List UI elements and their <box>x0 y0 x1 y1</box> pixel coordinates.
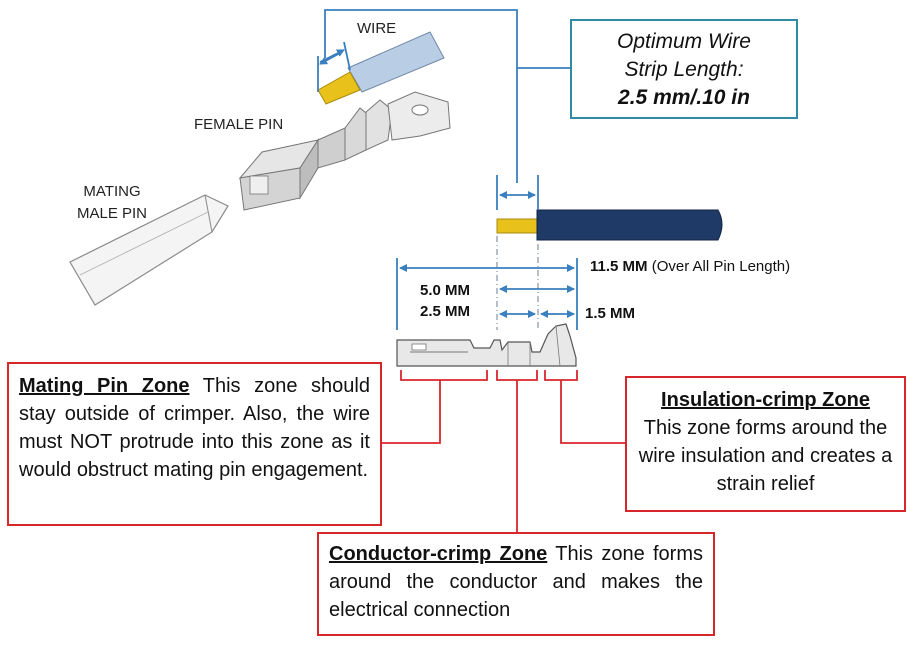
insulation-crimp-zone-text: This zone forms around the wire insulati… <box>638 417 893 495</box>
wire-label: WIRE <box>357 20 397 37</box>
mating-male-pin-label: MATING MALE PIN <box>72 181 152 225</box>
conductor-crimp-zone-text: This zone forms around the conductor and… <box>329 543 703 621</box>
overall-length-note: (Over All Pin Length) <box>651 258 791 275</box>
female-pin-label: FEMALE PIN <box>194 116 284 133</box>
mating-male-pin-line-1: MATING <box>83 183 141 200</box>
strip-length-box: Optimum Wire Strip Length: 2.5 mm/.10 in <box>570 19 798 119</box>
pin-side-view <box>396 323 577 367</box>
conductor-crimp-zone-title: Conductor-crimp Zone <box>329 543 548 565</box>
conductor-crimp-zone-box: Conductor-crimp Zone This zone forms aro… <box>317 532 715 636</box>
mating-male-pin-line-2: MALE PIN <box>76 205 148 222</box>
insulation-crimp-zone-box: Insulation-crimp Zone This zone forms ar… <box>625 376 906 512</box>
strip-length-line-2: Strip Length: <box>624 58 744 81</box>
zone-brackets <box>400 370 578 381</box>
top-strip-dimension <box>317 41 351 92</box>
extension-lines <box>496 236 539 330</box>
wire-top-illustration <box>317 31 445 105</box>
overall-length-dimension <box>396 258 578 330</box>
mating-pin-zone-box: Mating Pin Zone This zone should stay ou… <box>7 362 382 526</box>
male-pin-illustration <box>69 194 229 306</box>
overall-length-value: 11.5 MM <box>590 258 648 275</box>
strip-dimension <box>496 175 539 210</box>
overall-length-label: 11.5 MM (Over All Pin Length) <box>590 258 790 275</box>
two-five-mm-label: 2.5 MM <box>420 303 471 320</box>
insulation-crimp-zone-title: Insulation-crimp Zone <box>661 389 870 411</box>
one-five-mm-label: 1.5 MM <box>585 305 636 322</box>
mating-pin-zone-text: This zone should stay outside of crimper… <box>19 375 370 481</box>
strip-length-leader <box>324 9 570 183</box>
strip-length-line-1: Optimum Wire <box>617 30 751 53</box>
zone-leaders <box>382 380 625 532</box>
stripped-wire-illustration <box>496 209 723 241</box>
five-mm-label: 5.0 MM <box>420 282 471 299</box>
female-pin-illustration <box>238 91 451 211</box>
mating-pin-zone-title: Mating Pin Zone <box>19 375 190 397</box>
strip-length-value: 2.5 mm/.10 in <box>618 86 750 109</box>
